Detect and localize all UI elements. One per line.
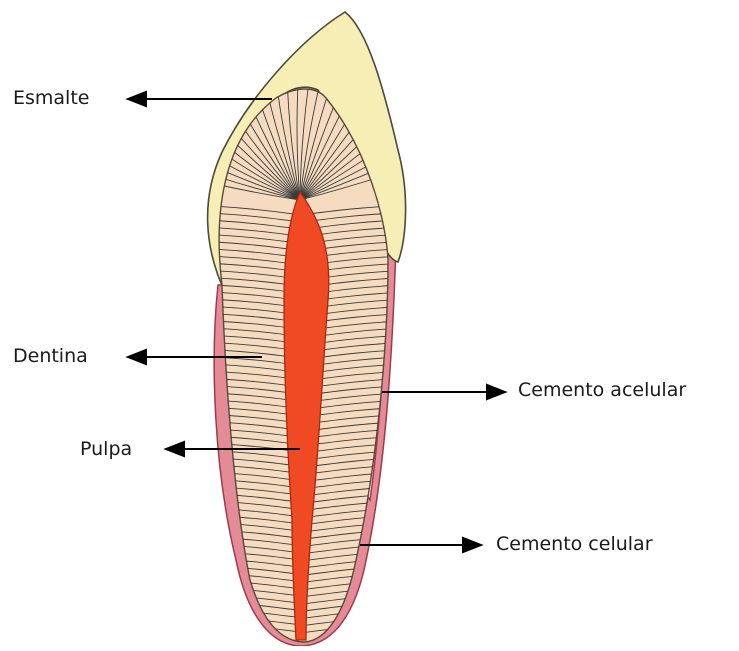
label-cemento-celular: Cemento celular — [496, 535, 653, 554]
label-cemento-acelular: Cemento acelular — [518, 381, 686, 400]
arrow-cemento-acelular — [382, 385, 505, 399]
label-dentina: Dentina — [13, 347, 88, 366]
arrow-cemento-celular — [360, 538, 481, 552]
label-esmalte: Esmalte — [13, 89, 89, 108]
label-pulpa: Pulpa — [80, 440, 132, 459]
